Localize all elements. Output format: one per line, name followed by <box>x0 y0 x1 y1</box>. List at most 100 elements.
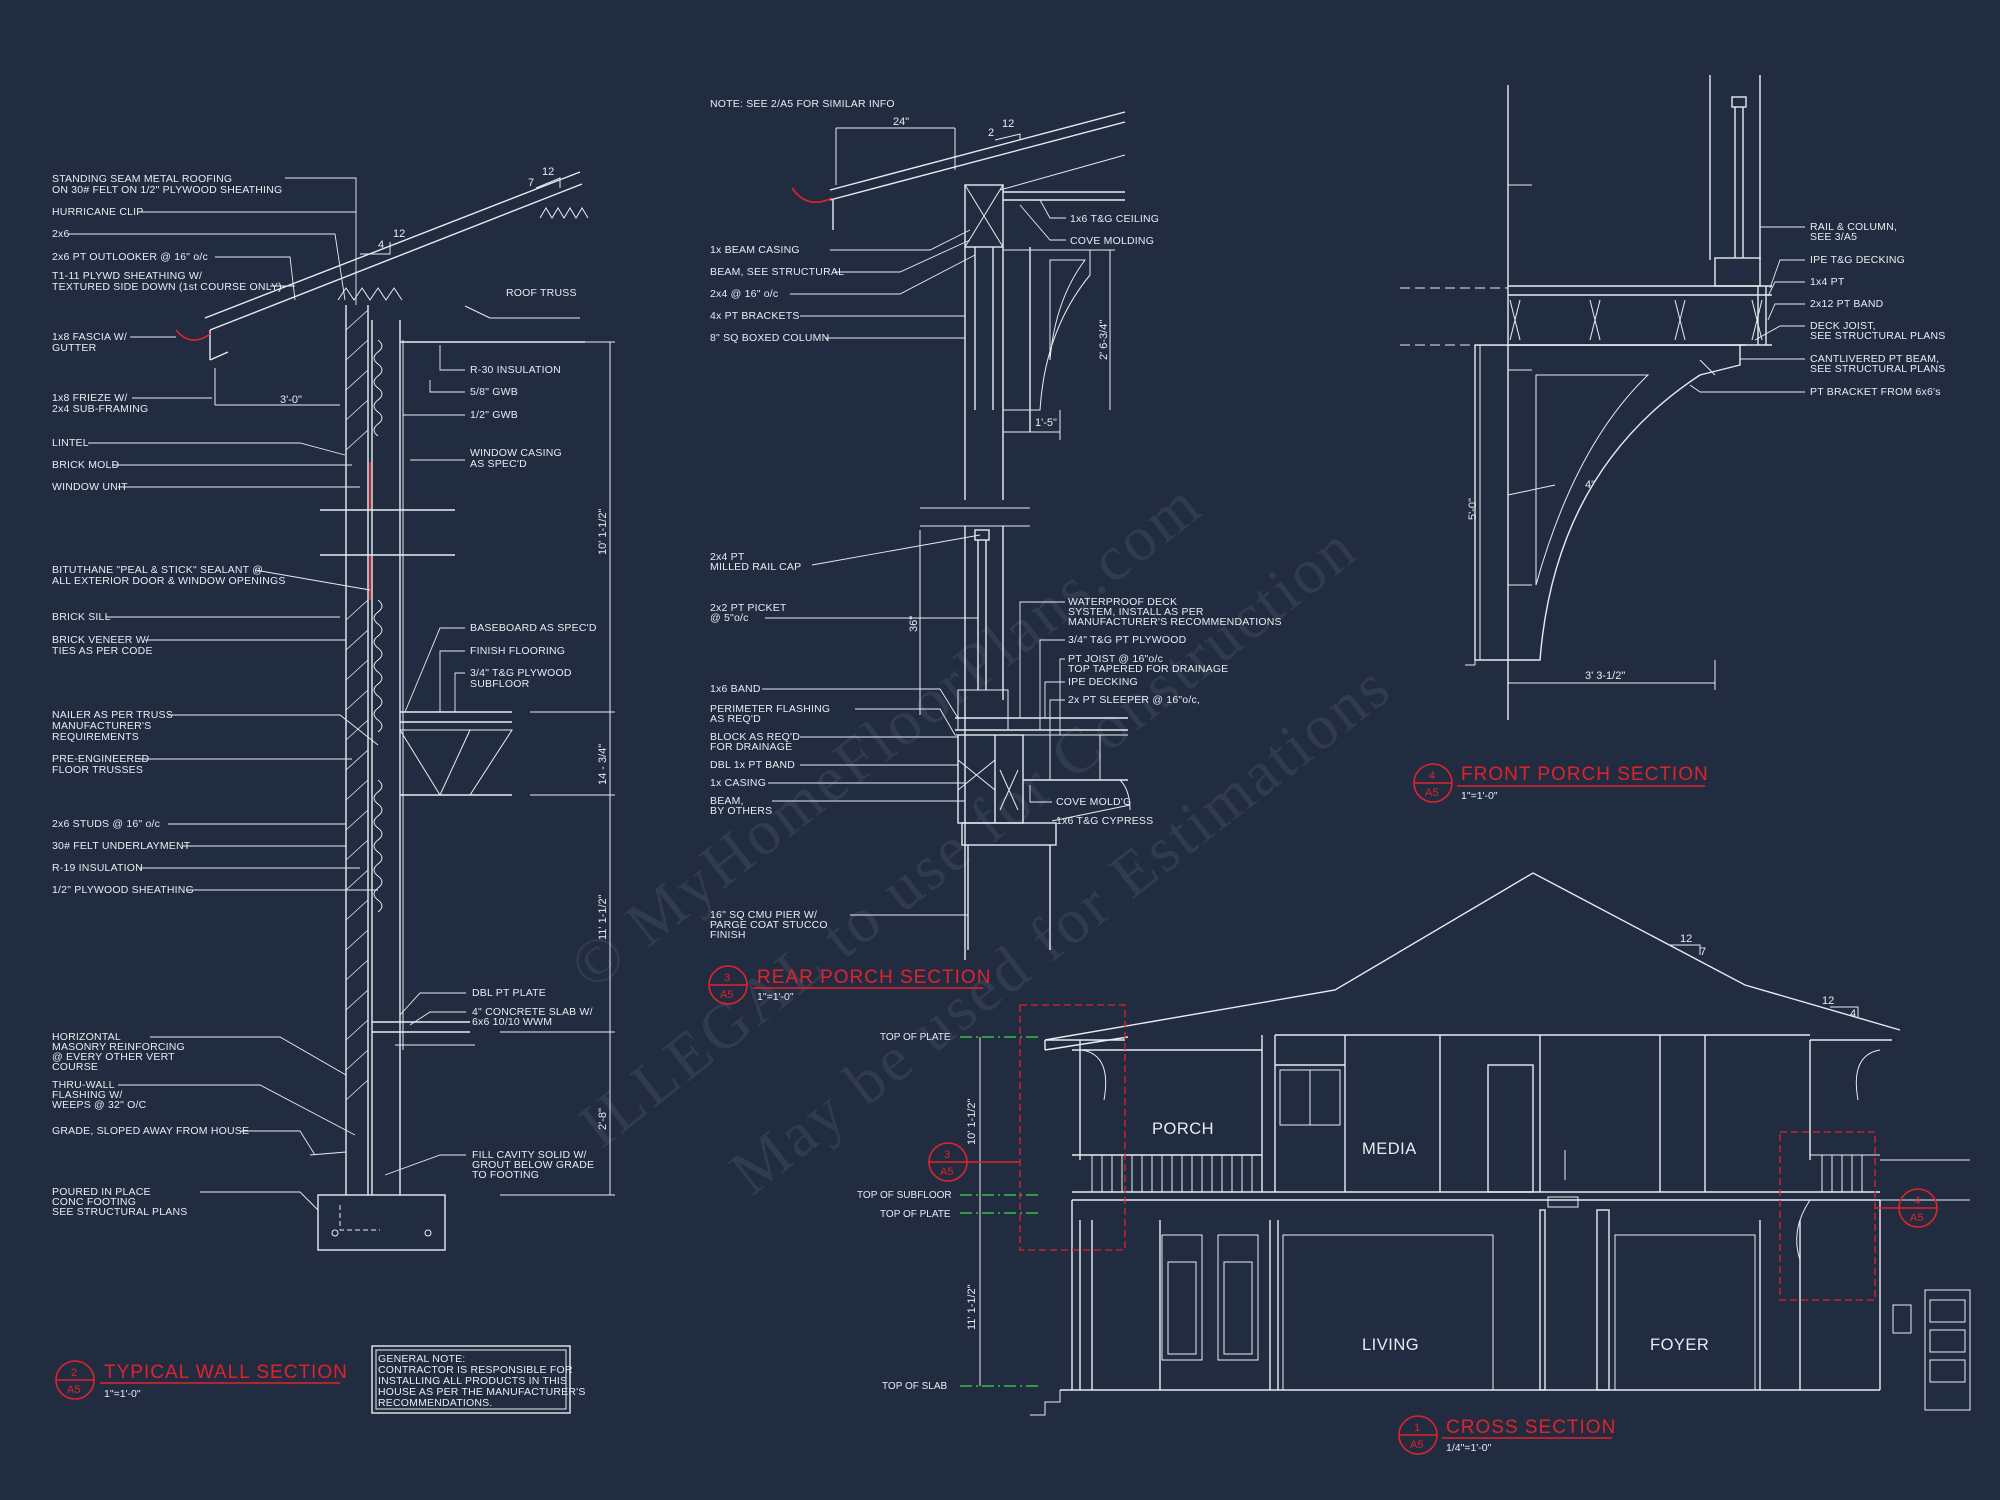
cross-dim-pitch-12-a: 12 <box>1680 933 1692 945</box>
label-window-casing: WINDOW CASING <box>470 447 562 459</box>
label-pt-bracket: PT BRACKET FROM 6x6's <box>1810 386 1941 398</box>
cross-section-bubble-sheet: A5 <box>1410 1439 1423 1451</box>
label-felt: 30# FELT UNDERLAYMENT <box>52 840 191 852</box>
label-subfloor: SUBFLOOR <box>470 678 530 690</box>
typical-wall-section: STANDING SEAM METAL ROOFING ON 30# FELT … <box>52 166 615 1414</box>
label-t111-2: TEXTURED SIDE DOWN (1st COURSE ONLY) <box>52 281 282 293</box>
dim-pitch-7: 7 <box>528 177 534 189</box>
wall-section-scale: 1"=1'-0" <box>104 1388 141 1400</box>
label-sub-framing: 2x4 SUB-FRAMING <box>52 403 148 415</box>
label-ipe-decking: IPE DECKING <box>1068 676 1138 688</box>
label-studs: 2x6 STUDS @ 16" o/c <box>52 818 160 830</box>
label-every-other: @ EVERY OTHER VERT <box>52 1051 175 1063</box>
rear-porch-labels-right: 1x6 T&G CEILING COVE MOLDING WATERPROOF … <box>1019 199 1282 827</box>
general-note-line-2: CONTRACTOR IS RESPONSIBLE FOR <box>378 1364 573 1376</box>
label-floor-trusses-2: FLOOR TRUSSES <box>52 764 143 776</box>
rear-dim-bracket-height: 2' 6-3/4" <box>1098 320 1110 360</box>
label-nailer: NAILER AS PER TRUSS <box>52 709 173 721</box>
label-2x6: 2x6 <box>52 228 70 240</box>
label-dbl-pt-plate: DBL PT PLATE <box>472 987 546 999</box>
callout-4-sheet: A5 <box>1910 1212 1923 1224</box>
front-porch-bubble-num: 4 <box>1429 770 1435 782</box>
rear-porch-scale: 1"=1'-0" <box>757 991 794 1003</box>
wall-section-title-block: 2 A5 TYPICAL WALL SECTION 1"=1'-0" <box>55 1360 348 1400</box>
dim-overhang: 3'-0" <box>280 394 302 406</box>
label-beam-structural: BEAM, SEE STRUCTURAL <box>710 266 844 278</box>
label-bituthane: BITUTHANE "PEAL & STICK" SEALANT @ <box>52 564 263 576</box>
label-window-casing-2: AS SPEC'D <box>470 458 527 470</box>
label-cove-molding: COVE MOLDING <box>1070 235 1154 247</box>
label-course: COURSE <box>52 1061 98 1073</box>
label-gutter: GUTTER <box>52 342 97 354</box>
label-beam-by-others-2: BY OTHERS <box>710 805 772 817</box>
label-picket: 2x2 PT PICKET <box>710 602 787 614</box>
level-top-of-subfloor: TOP OF SUBFLOOR <box>857 1190 952 1201</box>
label-tg-cypress: 1x6 T&G CYPRESS <box>1056 815 1153 827</box>
general-note-box: GENERAL NOTE: CONTRACTOR IS RESPONSIBLE … <box>371 1345 586 1414</box>
general-note-line-4: HOUSE AS PER THE MANUFACTURER'S <box>378 1386 586 1398</box>
general-note-line-1: GENERAL NOTE: <box>378 1353 465 1365</box>
label-beam-by-others: BEAM, <box>710 795 744 807</box>
wall-section-leaders <box>68 177 379 1211</box>
rear-porch-title-block: 3 A5 REAR PORCH SECTION 1"=1'-0" <box>708 965 990 1005</box>
dim-foundation: 2'-8" <box>597 1108 609 1130</box>
label-outlooker: 2x6 PT OUTLOOKER @ 16" o/c <box>52 251 208 263</box>
wall-section-bubble-sheet: A5 <box>67 1384 80 1396</box>
callout-4-num: 4 <box>1914 1195 1920 1207</box>
dim-pitch-12-a: 12 <box>393 228 405 240</box>
front-dim-height: 5'-0" <box>1467 498 1479 520</box>
label-brick-sill: BRICK SILL <box>52 611 111 623</box>
label-1x4-pt: 1x4 PT <box>1810 276 1845 288</box>
cross-section-bubble-num: 1 <box>1414 1422 1420 1434</box>
room-media: MEDIA <box>1362 1140 1417 1158</box>
label-2x12-band: 2x12 PT BAND <box>1810 298 1884 310</box>
label-see-structural: SEE STRUCTURAL PLANS <box>52 1206 187 1218</box>
label-flashing: FLASHING W/ <box>52 1089 122 1101</box>
label-brick-veneer-2: TIES AS PER CODE <box>52 645 153 657</box>
label-parge: PARGE COAT STUCCO <box>710 919 828 931</box>
dim-pitch-12-b: 12 <box>542 166 554 178</box>
cross-section: TOP OF PLATE TOP OF SUBFLOOR TOP OF PLAT… <box>857 872 1971 1455</box>
label-wwm: 6x6 10/10 WWM <box>472 1016 552 1028</box>
label-1x-casing: 1x CASING <box>710 777 766 789</box>
label-brick-veneer: BRICK VENEER W/ <box>52 634 149 646</box>
label-roofing: STANDING SEAM METAL ROOFING <box>52 173 232 185</box>
front-dim-angle: 4" <box>1585 479 1595 491</box>
front-porch-title-block: 4 A5 FRONT PORCH SECTION 1"=1'-0" <box>1413 763 1708 803</box>
dim-pitch-4: 4 <box>378 239 384 251</box>
cross-dim-pitch-4: 4 <box>1850 1008 1856 1020</box>
label-hurricane-clip: HURRICANE CLIP <box>52 206 143 218</box>
label-drainage: FOR DRAINAGE <box>710 741 792 753</box>
label-1x6-band: 1x6 BAND <box>710 683 761 695</box>
label-cantilevered: CANTLIVERED PT BEAM, <box>1810 353 1939 365</box>
label-block: BLOCK AS REQ'D <box>710 731 800 743</box>
label-beam-casing: 1x BEAM CASING <box>710 244 800 256</box>
general-note-line-3: INSTALLING ALL PRODUCTS IN THIS <box>378 1375 567 1387</box>
label-cmu-pier: 16" SQ CMU PIER W/ <box>710 909 817 921</box>
wall-section-title: TYPICAL WALL SECTION <box>104 1362 348 1383</box>
dim-second-height: 11' 1-1/2" <box>597 894 609 940</box>
label-window-unit: WINDOW UNIT <box>52 481 128 493</box>
watermark-line-2: ILLEGAL to use for Construction <box>566 511 1370 1161</box>
wall-section-labels-right: ROOF TRUSS R-30 INSULATION 5/8" GWB 1/2"… <box>384 287 597 1181</box>
label-rail-column: RAIL & COLUMN, <box>1810 221 1897 233</box>
label-grade: GRADE, SLOPED AWAY FROM HOUSE <box>52 1125 249 1137</box>
cross-dim-pitch-12-b: 12 <box>1822 995 1834 1007</box>
label-weeps: WEEPS @ 32" O/C <box>52 1099 147 1111</box>
cross-section-levels: TOP OF PLATE TOP OF SUBFLOOR TOP OF PLAT… <box>857 1032 1040 1392</box>
label-bituthane-2: ALL EXTERIOR DOOR & WINDOW OPENINGS <box>52 575 286 587</box>
cross-dim-upper: 10' 1-1/2" <box>966 1099 978 1145</box>
room-living: LIVING <box>1362 1336 1419 1354</box>
cross-section-title-block: 1 A5 CROSS SECTION 1/4"=1'-0" <box>1398 1415 1616 1455</box>
cross-dim-lower: 11' 1-1/2" <box>966 1284 978 1330</box>
label-tg-ceiling: 1x6 T&G CEILING <box>1070 213 1159 225</box>
label-nailer-3: REQUIREMENTS <box>52 731 139 743</box>
label-finish: FINISH <box>710 929 746 941</box>
label-poured: POURED IN PLACE <box>52 1186 151 1198</box>
label-finish-flooring: FINISH FLOORING <box>470 645 565 657</box>
callout-detail-4: 4 A5 <box>1875 1188 1938 1228</box>
cross-section-title: CROSS SECTION <box>1446 1417 1616 1438</box>
label-conc-footing: CONC FOOTING <box>52 1196 136 1208</box>
room-foyer: FOYER <box>1650 1336 1709 1354</box>
label-pt-joist: PT JOIST @ 16"o/c <box>1068 653 1163 665</box>
